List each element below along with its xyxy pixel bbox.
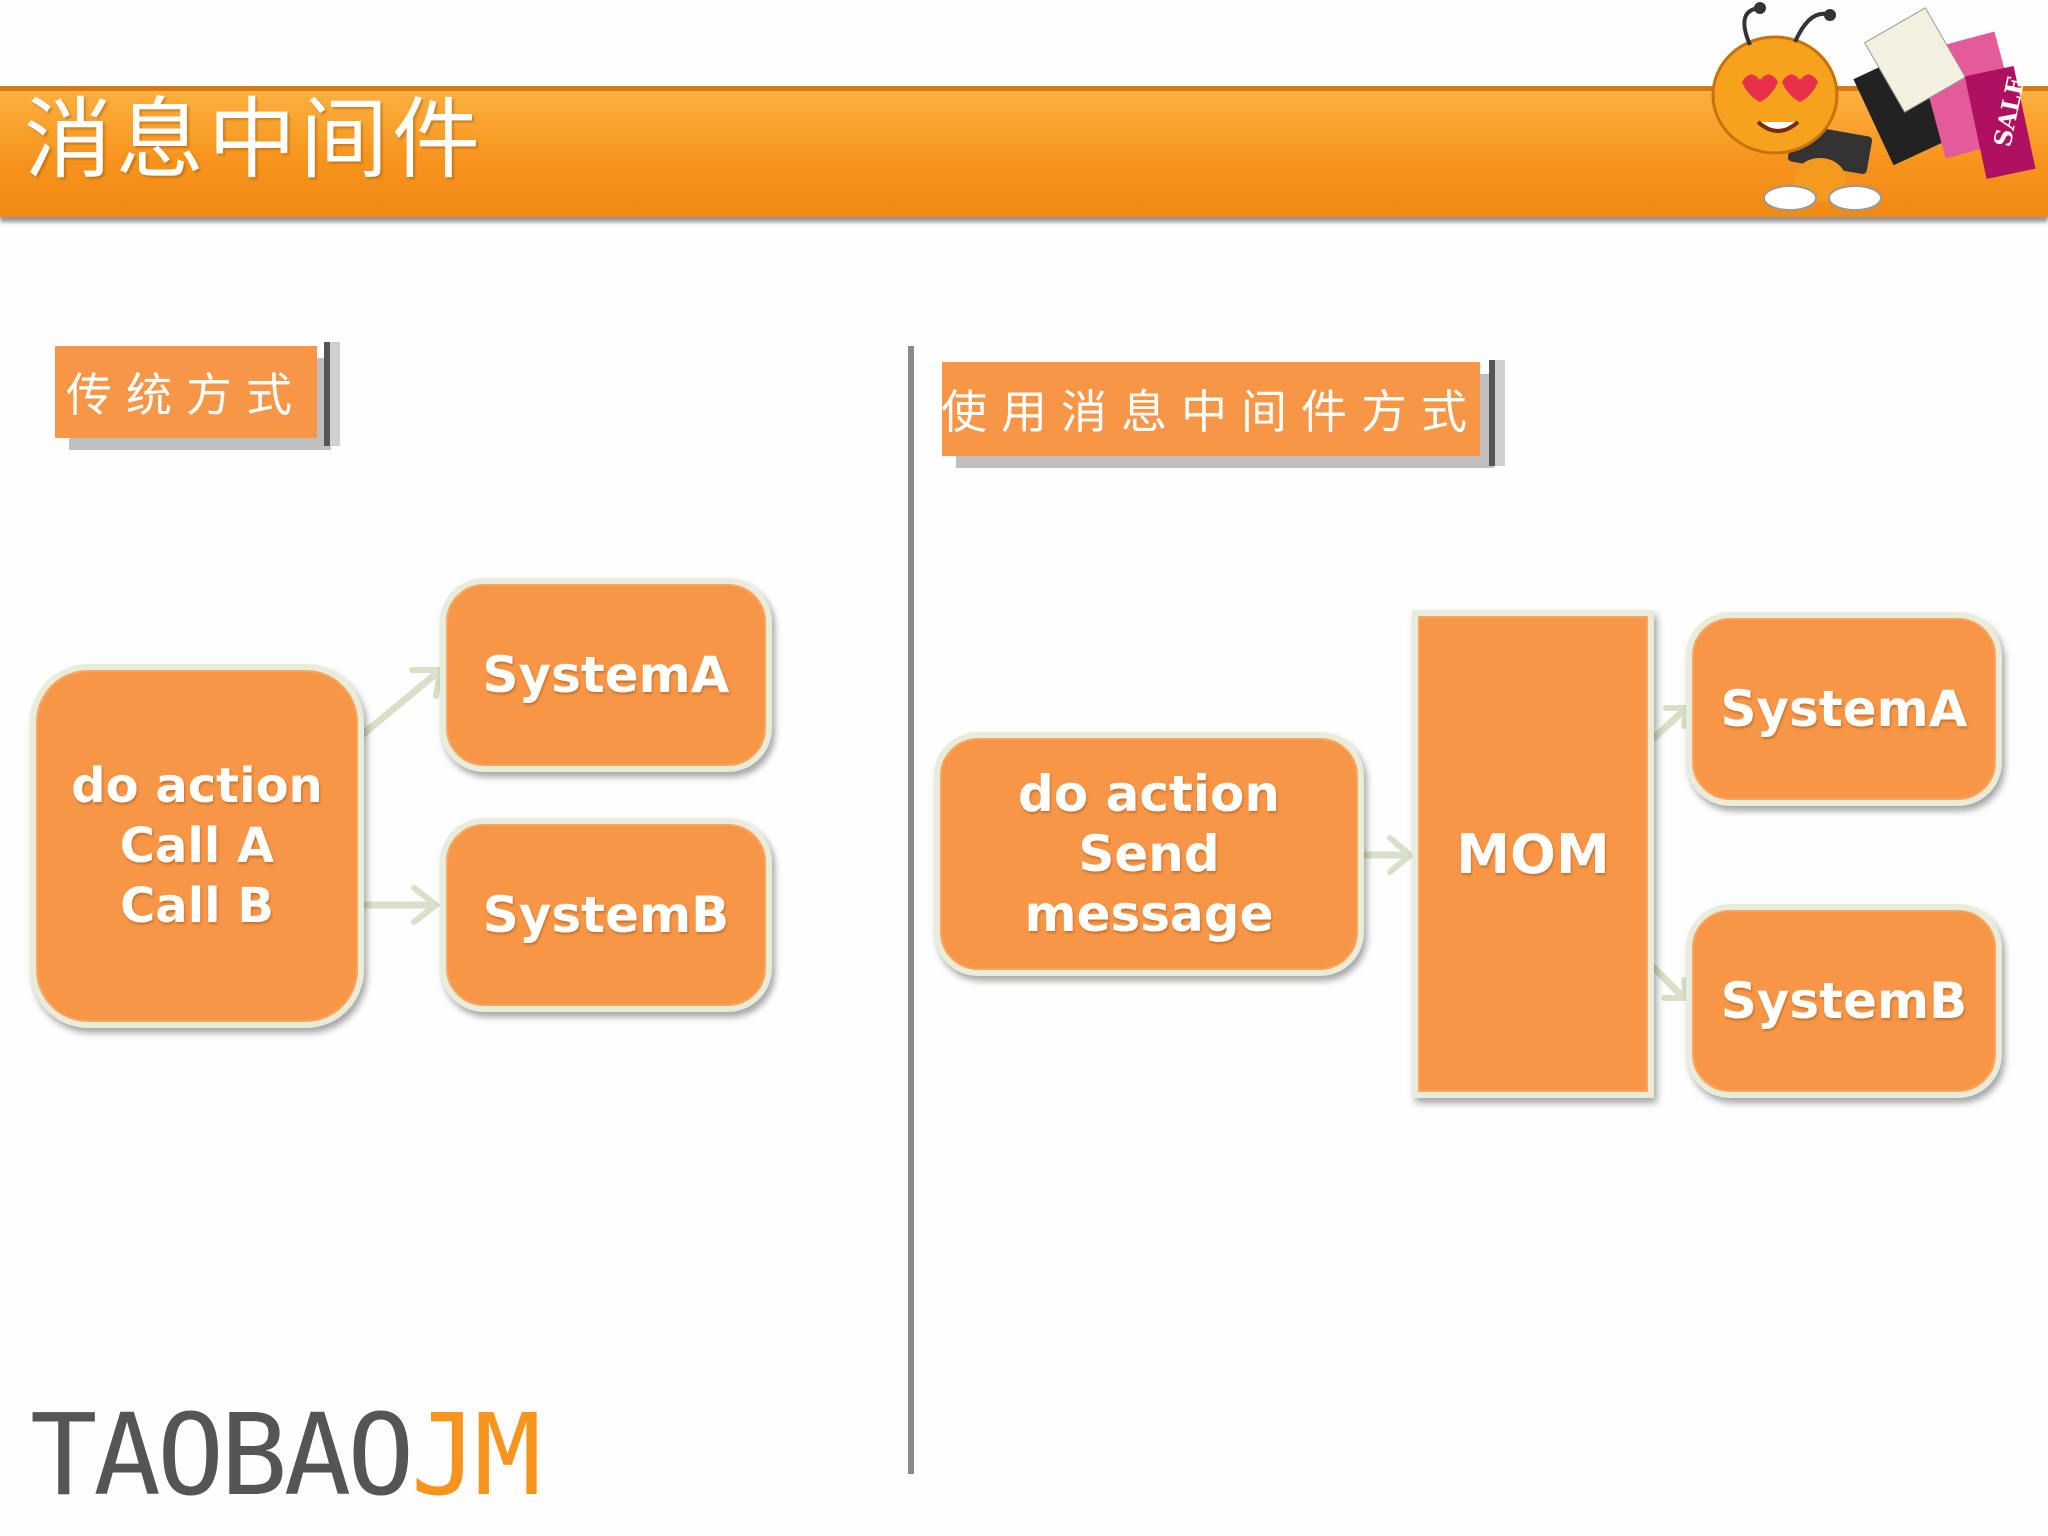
node-line: Send (1078, 825, 1220, 883)
arrow-head (411, 885, 441, 925)
node-systema-traditional: SystemA (440, 578, 772, 772)
node-do-action-send: do action Send message (934, 732, 1364, 976)
node-line: message (1024, 885, 1274, 943)
arrow-doaction-to-systema (358, 668, 442, 739)
node-systema-middleware: SystemA (1686, 612, 2002, 806)
logo-main-text: TAOBAO (30, 1391, 415, 1521)
section-label-middleware: 使用消息中间件方式 (941, 362, 1480, 456)
arrow-head (1387, 835, 1415, 875)
node-do-action-call: do action Call A Call B (30, 664, 364, 1028)
section-label-bar (1489, 360, 1505, 466)
arrow-head (1661, 977, 1690, 1001)
node-line: do action (71, 758, 323, 814)
header-bar (0, 86, 2048, 217)
arrow-mom-to-systema (1650, 708, 1686, 742)
ant-mascot-shopping-icon: SALE (1711, 2, 2036, 211)
node-line: do action (1018, 765, 1280, 823)
logo-accent-text: JM (410, 1391, 542, 1521)
node-systemb-middleware: SystemB (1686, 904, 2002, 1098)
node-line: Call B (120, 878, 274, 934)
arrow-mom-to-systemb (1650, 964, 1686, 1000)
section-divider (908, 346, 914, 1474)
section-label-bar (324, 342, 340, 446)
node-mom: MOM (1412, 610, 1654, 1098)
node-line: Call A (119, 818, 275, 874)
section-label-traditional: 传统方式 (55, 346, 317, 438)
taobaojm-logo: TAOBAOJM (30, 1400, 541, 1512)
shopping-bags-icon: SALE (1853, 7, 2036, 180)
page-title: 消息中间件 (24, 88, 485, 191)
node-systemb-traditional: SystemB (440, 818, 772, 1012)
arrow-head (409, 667, 444, 699)
arrow-head (1663, 705, 1690, 729)
